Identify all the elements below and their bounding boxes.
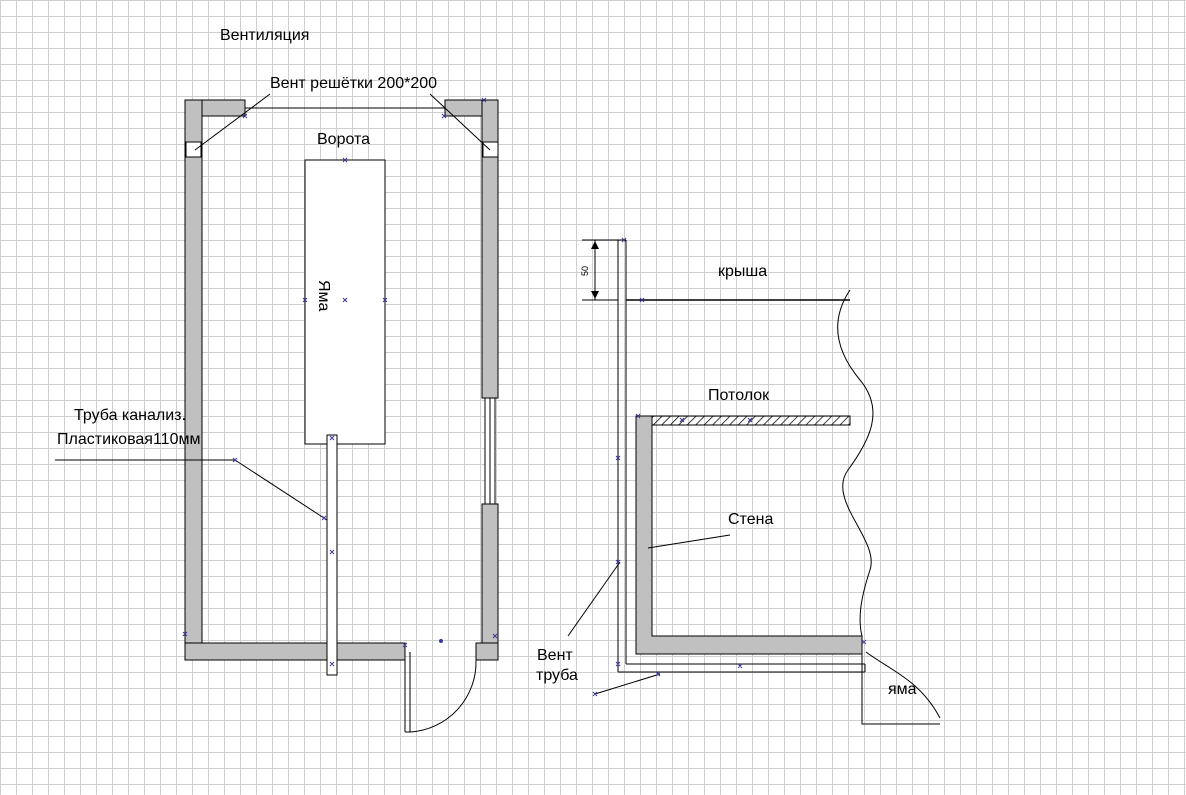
vent-grille-leader-left (194, 93, 271, 151)
pit-section-label: яма (888, 681, 917, 698)
sewer-pipe-label-line1: Труба канализ. (74, 407, 186, 424)
pit-leader (865, 651, 941, 719)
wall-label: Стена (728, 511, 774, 528)
vent-grille-right (482, 141, 499, 158)
dim-arrow-bottom (591, 291, 599, 299)
pit-label: Яма (315, 280, 332, 312)
door-swing-arc (409, 659, 477, 733)
vent-grille-left (185, 141, 202, 158)
snap-markers (182, 97, 867, 697)
diagram-title: Вентиляция (220, 27, 310, 44)
wall-bottom-left (184, 642, 406, 661)
ceiling-slab (635, 415, 851, 426)
gate-label: Ворота (317, 131, 371, 148)
door-marker (439, 639, 443, 643)
pit-rect (304, 159, 386, 445)
vent-pipe-leader-1 (567, 561, 621, 637)
vent-grille-leader-right (429, 93, 491, 151)
sewer-pipe (326, 434, 338, 676)
roof-label: крыша (718, 263, 768, 280)
dim-arrow-top (591, 241, 599, 249)
dimension-label: 50 (580, 265, 590, 276)
wall-leader (647, 534, 731, 549)
wall-section (635, 415, 863, 655)
sewer-pipe-label-line2: Пластиковая110мм (57, 431, 201, 448)
vent-pipe-label-line2: труба (536, 667, 578, 684)
sewer-pipe-leader (234, 459, 328, 521)
wall-left (184, 99, 203, 661)
vent-pipe-leader-2 (594, 673, 661, 695)
wall-bottom-right (475, 642, 499, 661)
plan-view (55, 93, 499, 733)
break-line (837, 289, 874, 637)
ceiling-label: Потолок (708, 387, 770, 404)
section-view (567, 239, 941, 725)
pit-step (861, 654, 940, 725)
vent-grilles-label: Вент решётки 200*200 (270, 75, 438, 92)
vent-pipe-label-line1: Вент (537, 647, 573, 664)
